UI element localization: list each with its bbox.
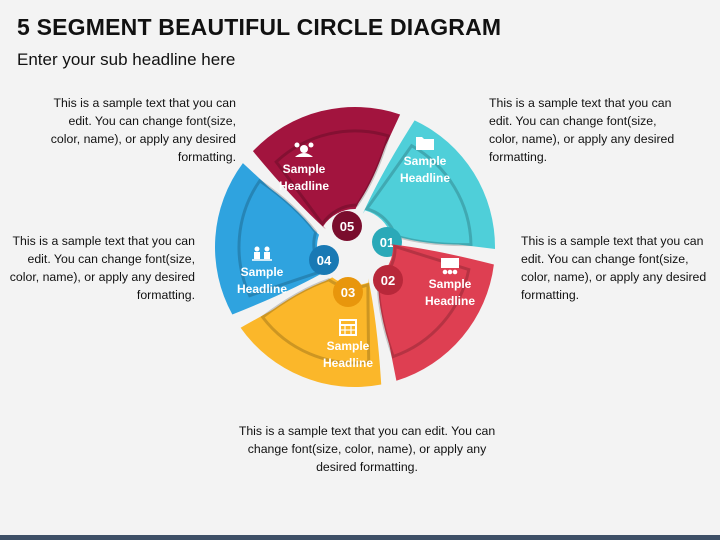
description-segment-04: This is a sample text that you can edit.… (9, 234, 195, 302)
description-segment-01: This is a sample text that you can edit.… (489, 96, 675, 164)
network-icon (294, 142, 314, 157)
calendar-icon (339, 319, 357, 336)
description-segment-03: This is a sample text that you can edit.… (238, 424, 496, 474)
segment-04-number: 04 (317, 253, 332, 268)
segment-01-headline-line1: Sample (404, 154, 447, 168)
segment-03-headline-line2: Headline (323, 356, 373, 370)
segment-01-headline-line2: Headline (400, 171, 450, 185)
segment-03-number-bg (333, 277, 363, 307)
description-segment-02: This is a sample text that you can edit.… (521, 234, 707, 302)
segment-02-headline-line1: Sample (429, 277, 472, 291)
segment-03-headline-line1: Sample (327, 339, 370, 353)
segment-05-headline-line1: Sample (283, 162, 326, 176)
segment-05-number-bg (332, 211, 362, 241)
segment-04-number-bg (309, 245, 339, 275)
segment-02-number-bg (373, 265, 403, 295)
segment-05-number: 05 (340, 219, 354, 234)
page-subtitle: Enter your sub headline here (17, 50, 236, 69)
segment-04-headline-line1: Sample (241, 265, 284, 279)
footer-bar (0, 535, 720, 540)
team-icon (252, 246, 272, 261)
segment-04-headline-line2: Headline (237, 282, 287, 296)
segment-04-core (237, 178, 326, 298)
folder-icon (416, 137, 434, 150)
segment-01-number: 01 (380, 235, 394, 250)
description-segment-05: This is a sample text that you can edit.… (50, 96, 236, 164)
segment-03-number: 03 (341, 285, 355, 300)
segment-05-headline-line2: Headline (279, 179, 329, 193)
page-title: 5 SEGMENT BEAUTIFUL CIRCLE DIAGRAM (17, 14, 502, 40)
segment-02-number: 02 (381, 273, 395, 288)
segment-02-headline-line2: Headline (425, 294, 475, 308)
presentation-icon (441, 258, 459, 275)
